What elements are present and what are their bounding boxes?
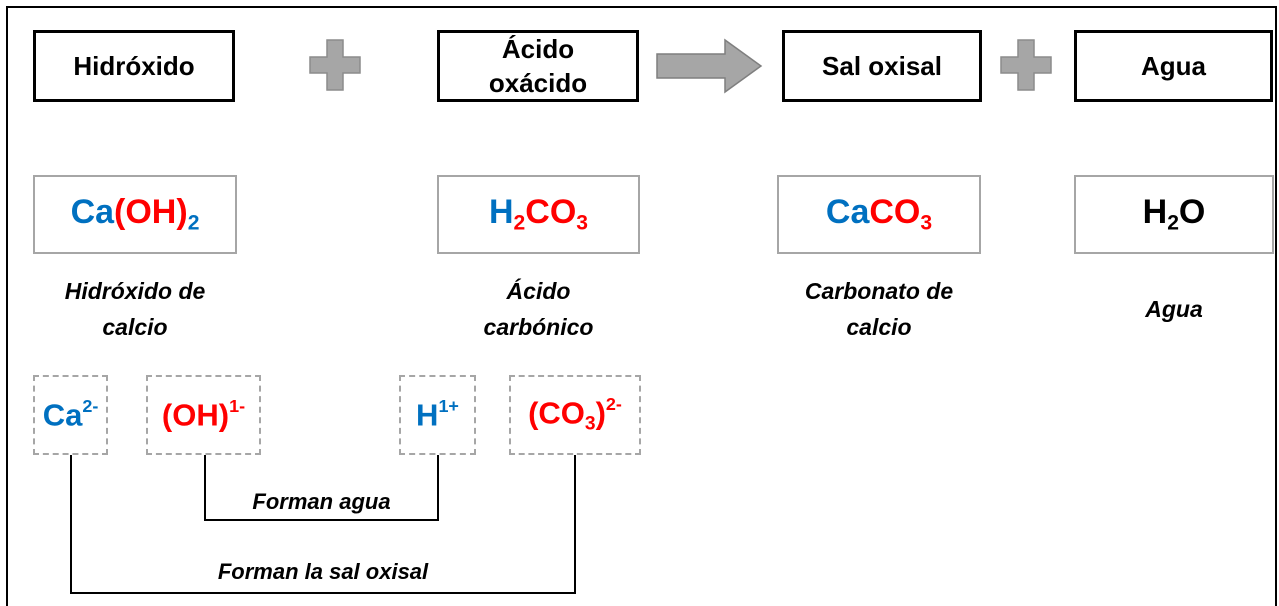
- formula-hydrogen: H: [1142, 193, 1168, 232]
- formula-caco3-box: CaCO3: [777, 175, 981, 254]
- agua-label: Agua: [1141, 51, 1206, 81]
- formula-subscript: 2: [187, 211, 200, 235]
- formula-h2co3-box: H2CO3: [437, 175, 640, 254]
- ion-charge: 1+: [438, 396, 459, 417]
- formula-anion: CO: [525, 193, 577, 232]
- connector-water-right: [437, 455, 439, 520]
- ion-charge: 2-: [605, 394, 622, 415]
- agua-box: Agua: [1074, 30, 1273, 102]
- hidroxido-label: Hidróxido: [73, 51, 195, 81]
- connector-salt-label: Forman la sal oxisal: [217, 559, 429, 584]
- connector-water-left: [204, 455, 206, 520]
- formula-subscript: 3: [576, 211, 589, 235]
- connector-salt-right: [574, 455, 576, 593]
- connector-water-label: Forman agua: [252, 489, 391, 514]
- name-line: Ácido: [506, 278, 571, 304]
- name-acido-carbonico: Ácido carbónico: [437, 273, 640, 345]
- ion-charge: 2-: [82, 396, 99, 417]
- ion-charge: 1-: [229, 396, 246, 417]
- formula-cation: Ca: [825, 193, 870, 232]
- formula-anion: CO: [869, 193, 921, 232]
- formula-oxygen: O: [1178, 193, 1206, 232]
- ion-base: (CO: [528, 395, 585, 431]
- plus-icon: [1000, 39, 1052, 91]
- ion-oh: (OH)1-: [162, 396, 245, 433]
- ion-co3: (CO3)2-: [528, 394, 622, 435]
- connector-salt-bottom: [70, 592, 576, 594]
- sal-oxisal-box: Sal oxisal: [782, 30, 982, 102]
- name-hidroxido-de-calcio: Hidróxido de calcio: [33, 273, 237, 345]
- name-line: Hidróxido de: [64, 278, 206, 304]
- formula-h2o-box: H2O: [1074, 175, 1274, 254]
- ion-oh-box: (OH)1-: [146, 375, 261, 455]
- name-agua: Agua: [1074, 291, 1274, 327]
- ion-base: H: [416, 397, 439, 433]
- ion-ca-box: Ca2-: [33, 375, 108, 455]
- sal-oxisal-label: Sal oxisal: [822, 51, 942, 81]
- ion-co3-box: (CO3)2-: [509, 375, 641, 455]
- formula-subscript: 3: [920, 211, 933, 235]
- formula-cation: H: [488, 193, 514, 232]
- name-line: carbónico: [483, 314, 594, 340]
- ion-subscript: 3: [584, 413, 596, 435]
- formula-caoh2-box: Ca(OH)2: [33, 175, 237, 254]
- acido-label-line1: Ácido: [501, 34, 575, 64]
- connector-water-bottom: [204, 519, 439, 521]
- name-line: Agua: [1145, 296, 1203, 322]
- name-line: calcio: [102, 314, 168, 340]
- ion-h: H1+: [416, 396, 459, 433]
- formula-caco3: CaCO3: [826, 193, 932, 235]
- formula-anion: (OH): [114, 193, 188, 232]
- name-line: Carbonato de: [804, 278, 954, 304]
- formula-subscript: 2: [513, 211, 526, 235]
- acido-oxacido-box: Ácido oxácido: [437, 30, 639, 102]
- name-line: calcio: [846, 314, 912, 340]
- hidroxido-box: Hidróxido: [33, 30, 235, 102]
- ion-base: Ca: [42, 397, 83, 433]
- ion-h-box: H1+: [399, 375, 476, 455]
- formula-h2co3: H2CO3: [489, 193, 588, 235]
- right-arrow-icon: [656, 38, 763, 94]
- formula-h2o: H2O: [1143, 193, 1206, 235]
- connector-salt-left: [70, 455, 72, 593]
- formula-caoh2: Ca(OH)2: [71, 193, 200, 235]
- ion-close-paren: ): [595, 395, 606, 431]
- plus-icon: [309, 39, 361, 91]
- formula-subscript: 2: [1167, 211, 1179, 235]
- acido-label-line2: oxácido: [488, 68, 588, 98]
- formula-cation: Ca: [70, 193, 115, 232]
- ion-ca: Ca2-: [43, 396, 99, 433]
- ion-base: (OH): [161, 397, 230, 433]
- diagram-frame: [6, 6, 1277, 606]
- name-carbonato-de-calcio: Carbonato de calcio: [777, 273, 981, 345]
